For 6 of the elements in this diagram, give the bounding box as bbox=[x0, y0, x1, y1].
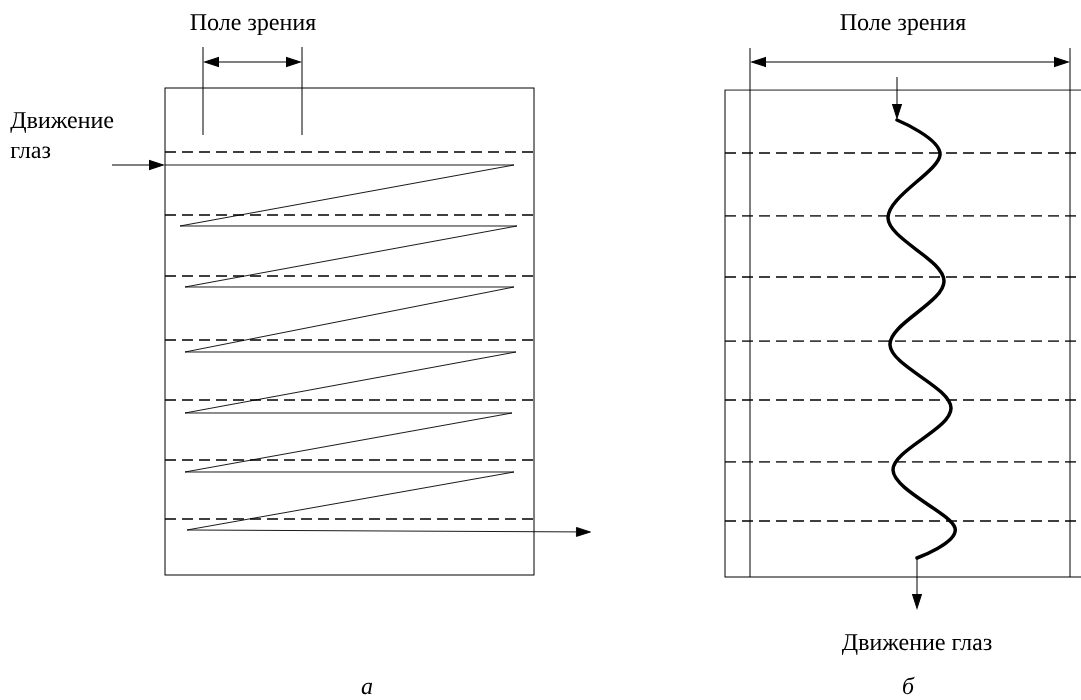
panel-letter: б bbox=[903, 676, 915, 695]
text-label: Поле зрения bbox=[840, 14, 966, 36]
panel-letter: а bbox=[361, 682, 373, 695]
text-label: Движение глаз bbox=[10, 112, 114, 159]
text-label: Движение глаз bbox=[841, 634, 992, 656]
text-label: Поле зрения bbox=[190, 14, 316, 36]
